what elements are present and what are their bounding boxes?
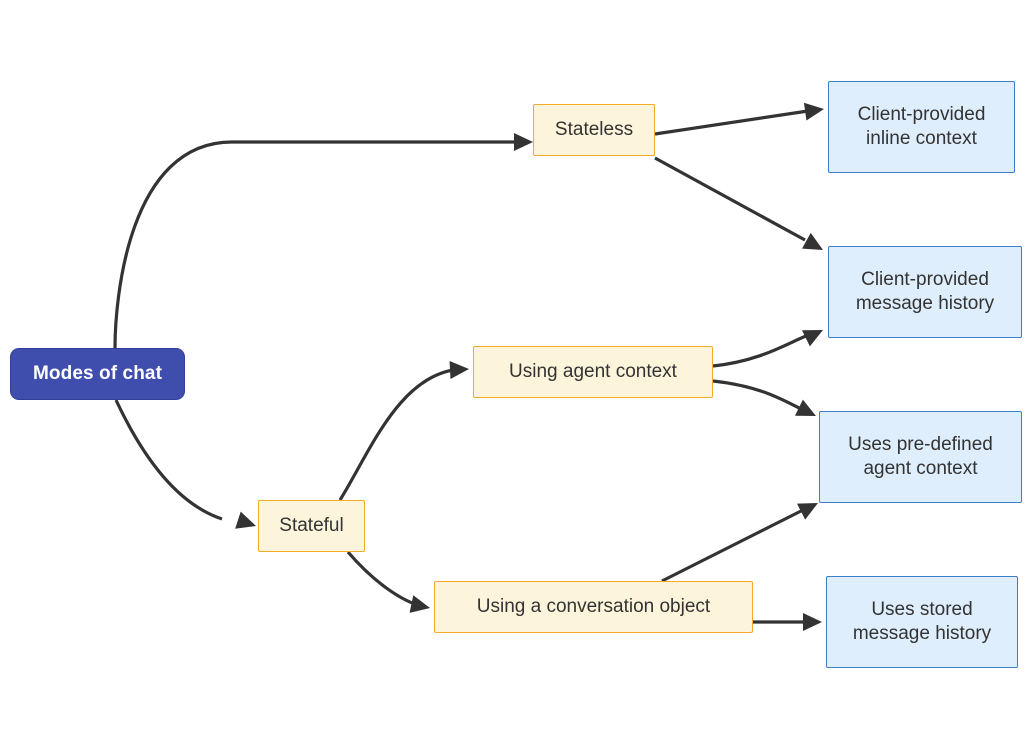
edge-agent-context-to-message-history	[712, 330, 823, 368]
node-using-a-conversation-object[interactable]: Using a conversation object	[434, 581, 753, 633]
node-stateful[interactable]: Stateful	[258, 500, 365, 552]
edge-conversation-object-to-predefined-agent-context	[661, 503, 818, 583]
node-uses-stored-message-history[interactable]: Uses stored message history	[826, 576, 1018, 668]
edge-stateful-to-agent-context	[338, 361, 469, 501]
arrowhead-icon	[803, 102, 824, 121]
node-uses-pre-defined-agent-context[interactable]: Uses pre-defined agent context	[819, 411, 1022, 503]
arrowhead-icon	[801, 330, 823, 347]
arrowhead-icon	[514, 133, 533, 151]
node-using-agent-context[interactable]: Using agent context	[473, 346, 713, 398]
arrowhead-icon	[794, 399, 816, 416]
arrowhead-icon	[803, 613, 822, 631]
arrowhead-icon	[796, 503, 818, 520]
arrowhead-icon	[802, 232, 823, 250]
node-client-provided-inline-context[interactable]: Client-provided inline context	[828, 81, 1015, 173]
node-client-provided-message-history[interactable]: Client-provided message history	[828, 246, 1022, 338]
node-modes-of-chat[interactable]: Modes of chat	[10, 348, 185, 400]
arrowhead-icon	[449, 361, 469, 379]
edge-stateless-to-message-history	[654, 156, 823, 250]
arrowhead-icon	[235, 511, 256, 529]
node-stateless[interactable]: Stateless	[533, 104, 655, 156]
arrowhead-icon	[409, 595, 430, 613]
edge-root-to-stateful	[114, 399, 256, 529]
edge-agent-context-to-predefined-agent-context	[712, 379, 816, 416]
edge-stateless-to-inline-context	[654, 102, 824, 136]
edge-conversation-object-to-stored-message-history	[753, 613, 822, 631]
edge-root-to-stateless	[113, 133, 533, 349]
edge-stateful-to-conversation-object	[346, 550, 430, 613]
